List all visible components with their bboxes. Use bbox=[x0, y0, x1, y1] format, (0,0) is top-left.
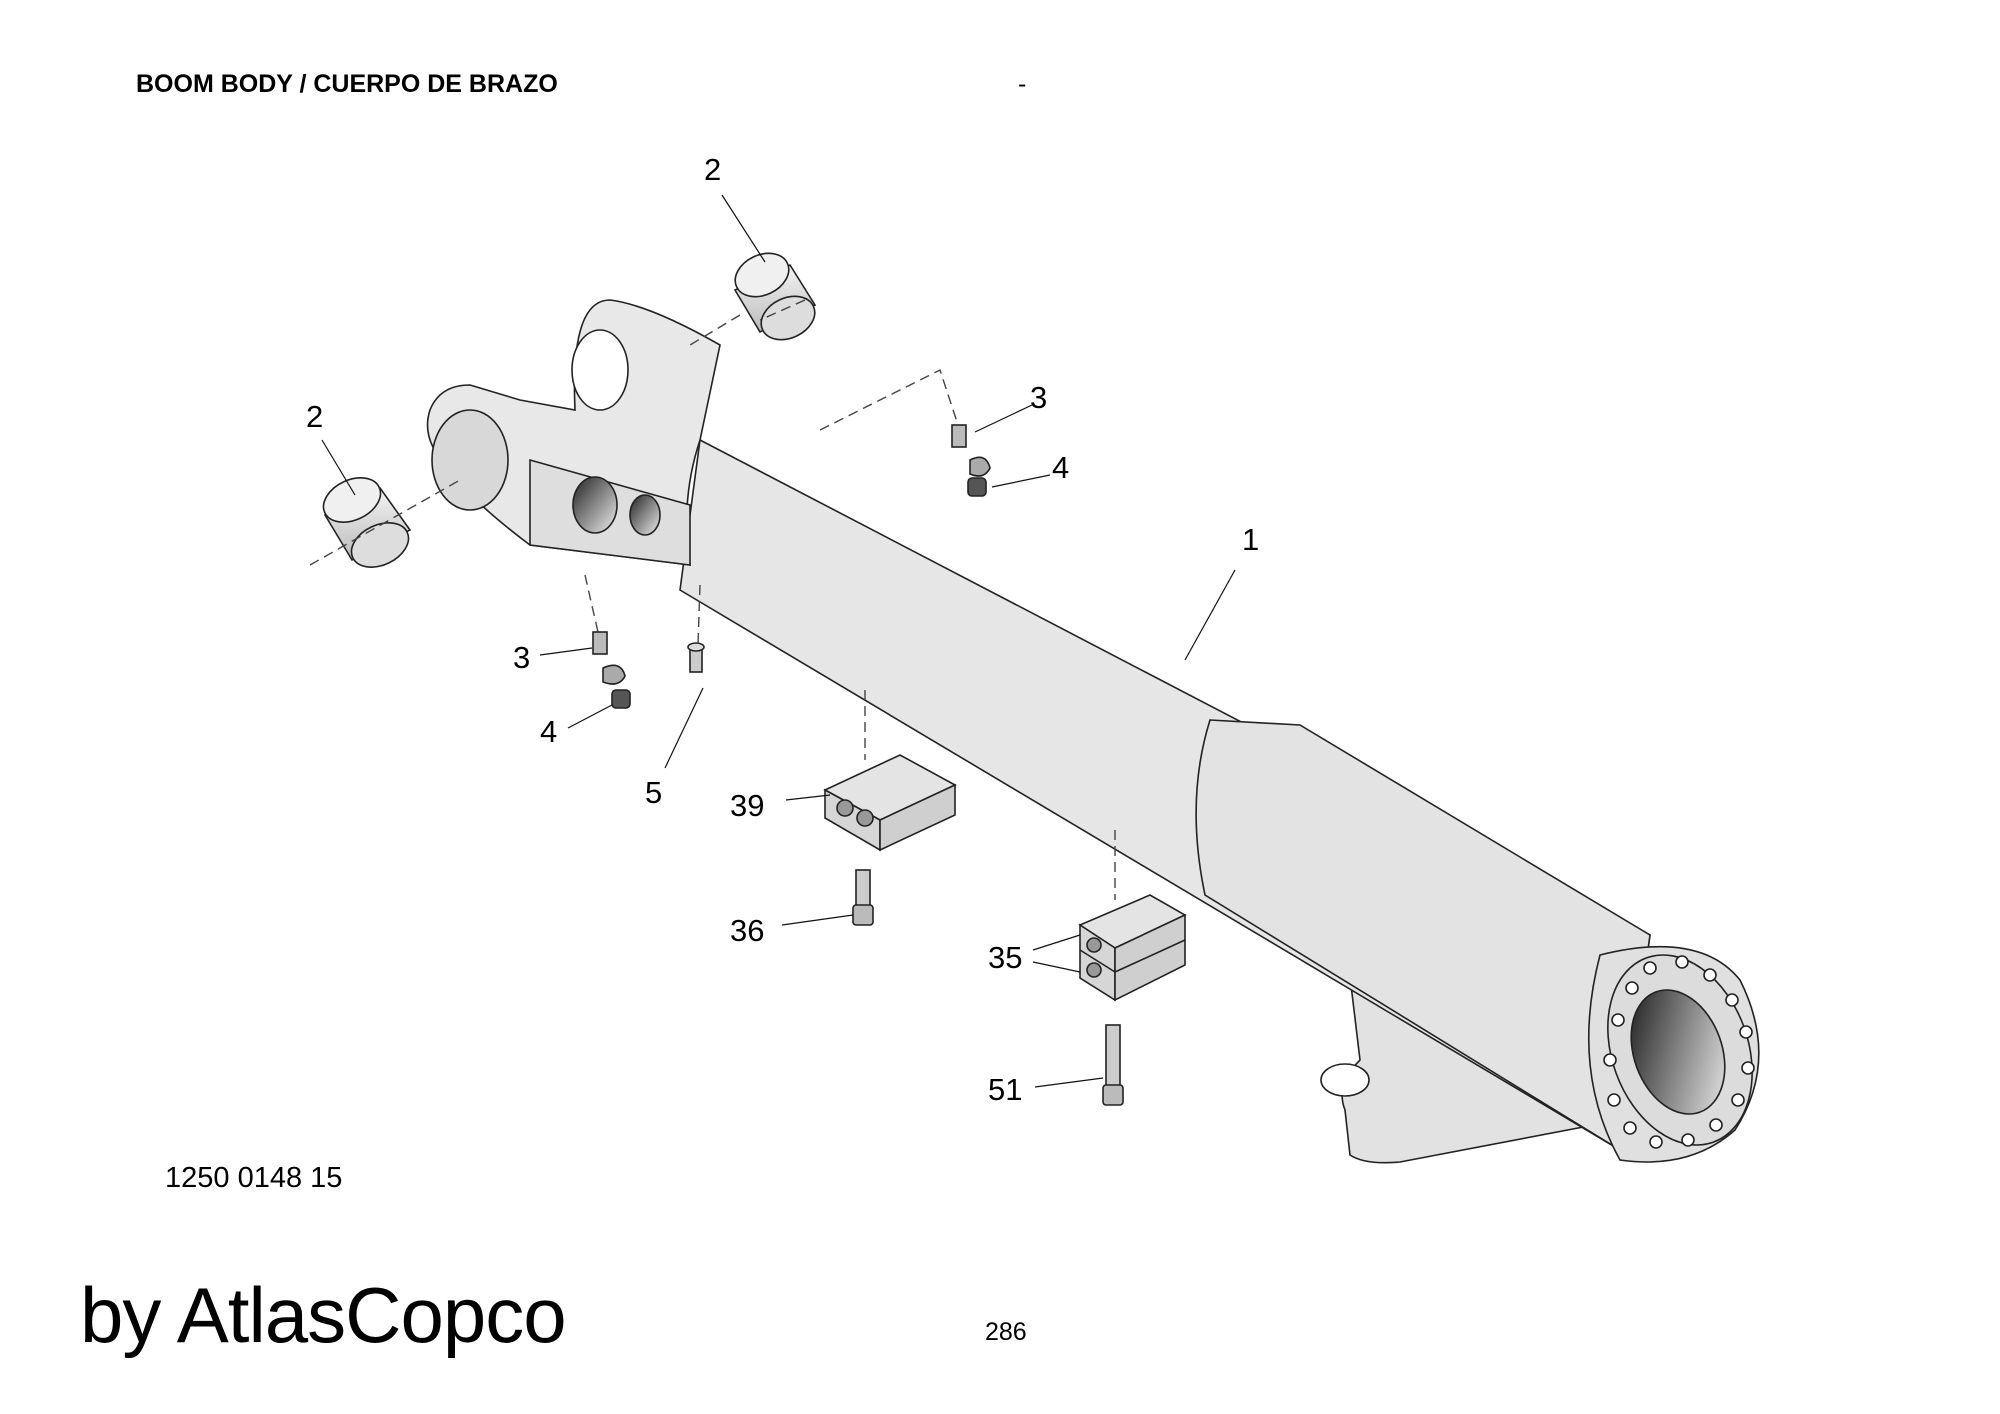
callout-36: 36 bbox=[730, 913, 764, 948]
bushing-lower bbox=[322, 477, 412, 568]
callout-2-lower: 2 bbox=[306, 399, 323, 434]
callout-5: 5 bbox=[645, 775, 662, 810]
callout-51: 51 bbox=[988, 1072, 1022, 1107]
screw-51 bbox=[1102, 1024, 1124, 1106]
callout-2-upper: 2 bbox=[704, 152, 721, 187]
screw-5 bbox=[687, 642, 705, 673]
grease-nipple-upper bbox=[951, 424, 991, 497]
callout-3-lower: 3 bbox=[513, 640, 530, 675]
screw-36 bbox=[852, 869, 874, 926]
header-dash: - bbox=[1018, 70, 1027, 98]
bushing-upper bbox=[733, 252, 817, 341]
callout-1: 1 bbox=[1242, 522, 1259, 557]
callout-4-upper: 4 bbox=[1052, 450, 1069, 485]
callout-35: 35 bbox=[988, 940, 1022, 975]
assembly-lines bbox=[309, 299, 1116, 900]
callouts: 1 2 2 3 4 3 4 5 39 36 35 51 bbox=[306, 152, 1259, 1107]
grease-nipple-lower bbox=[592, 631, 631, 709]
callout-4-lower: 4 bbox=[540, 714, 557, 749]
valve-block-35 bbox=[1078, 894, 1187, 1002]
page-title: BOOM BODY / CUERPO DE BRAZO bbox=[136, 70, 558, 98]
drawing-number: 1250 0148 15 bbox=[165, 1162, 343, 1194]
callout-3-upper: 3 bbox=[1030, 380, 1047, 415]
boom-body bbox=[426, 299, 1760, 1164]
callout-39: 39 bbox=[730, 788, 764, 823]
leader-lines bbox=[321, 194, 1236, 1088]
page-number: 286 bbox=[985, 1318, 1027, 1346]
valve-block-39 bbox=[823, 754, 957, 852]
brand-watermark: by AtlasCopco bbox=[80, 1271, 567, 1359]
